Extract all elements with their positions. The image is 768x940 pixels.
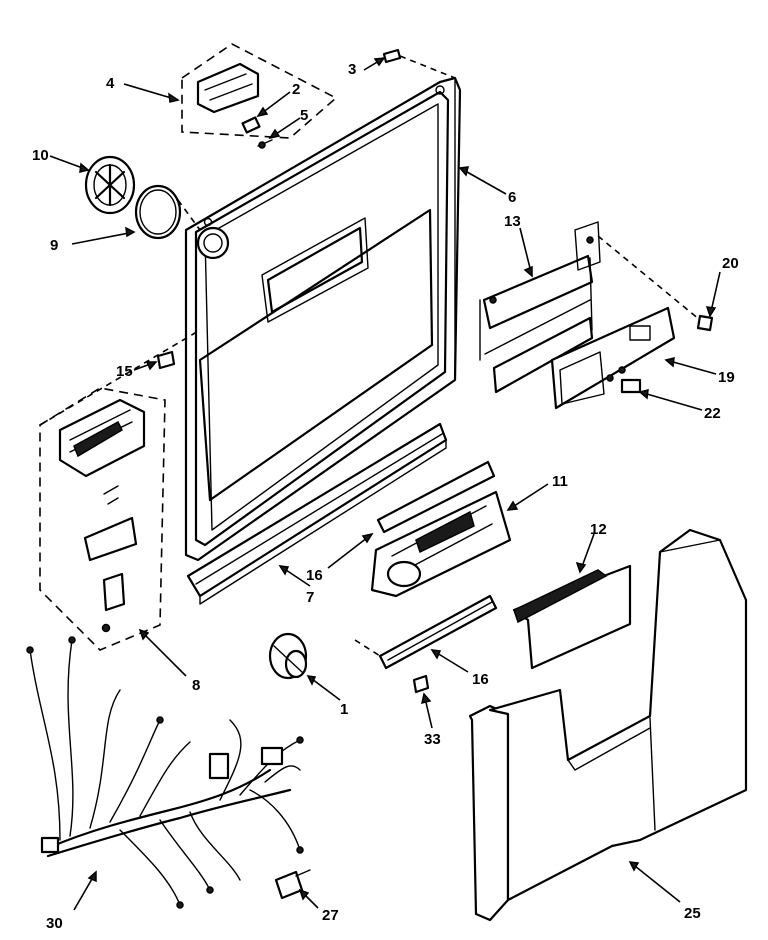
callout-5: 5 bbox=[300, 107, 308, 124]
callout-2: 2 bbox=[292, 81, 300, 98]
callout-1: 1 bbox=[340, 701, 348, 718]
door-seal-7 bbox=[186, 422, 448, 605]
callout-10: 10 bbox=[32, 147, 49, 164]
callout-4: 4 bbox=[106, 75, 115, 92]
control-bracket bbox=[479, 221, 601, 394]
callout-12: 12 bbox=[590, 521, 607, 538]
callout-13: 13 bbox=[504, 213, 521, 230]
callout-22: 22 bbox=[704, 405, 721, 422]
callout-25: 25 bbox=[684, 905, 701, 922]
callout-30: 30 bbox=[46, 915, 63, 932]
callout-9: 9 bbox=[50, 237, 58, 254]
control-panel-19 bbox=[550, 306, 676, 410]
screw-20 bbox=[597, 235, 714, 332]
callout-19: 19 bbox=[718, 369, 735, 386]
dispenser-assembly bbox=[39, 329, 201, 651]
callout-33: 33 bbox=[424, 731, 441, 748]
callout-16-lower: 16 bbox=[472, 671, 489, 688]
callout-3: 3 bbox=[348, 61, 356, 78]
wire-harness-30 bbox=[26, 636, 304, 909]
callout-20: 20 bbox=[722, 255, 739, 272]
callout-15: 15 bbox=[116, 363, 133, 380]
vent-baffle-12 bbox=[512, 564, 632, 670]
callout-7: 7 bbox=[306, 589, 314, 606]
callout-8: 8 bbox=[192, 677, 200, 694]
leader-lines bbox=[49, 57, 721, 911]
screw-33 bbox=[412, 674, 430, 694]
dispenser-module-11 bbox=[354, 460, 512, 670]
callout-16-upper: 16 bbox=[306, 567, 323, 584]
callout-6: 6 bbox=[508, 189, 516, 206]
insulation-blanket-25 bbox=[468, 528, 748, 922]
callout-labels: 1 2 3 4 5 6 7 8 9 10 11 12 13 15 16 16 1… bbox=[32, 61, 739, 932]
vent-assembly bbox=[84, 155, 201, 240]
switch-1 bbox=[268, 632, 308, 680]
callout-27: 27 bbox=[322, 907, 339, 924]
latch-assembly bbox=[181, 43, 338, 149]
inner-door-panel bbox=[184, 76, 462, 562]
screw-3 bbox=[382, 48, 456, 79]
clip-15 bbox=[156, 350, 176, 370]
callout-11: 11 bbox=[552, 473, 568, 490]
